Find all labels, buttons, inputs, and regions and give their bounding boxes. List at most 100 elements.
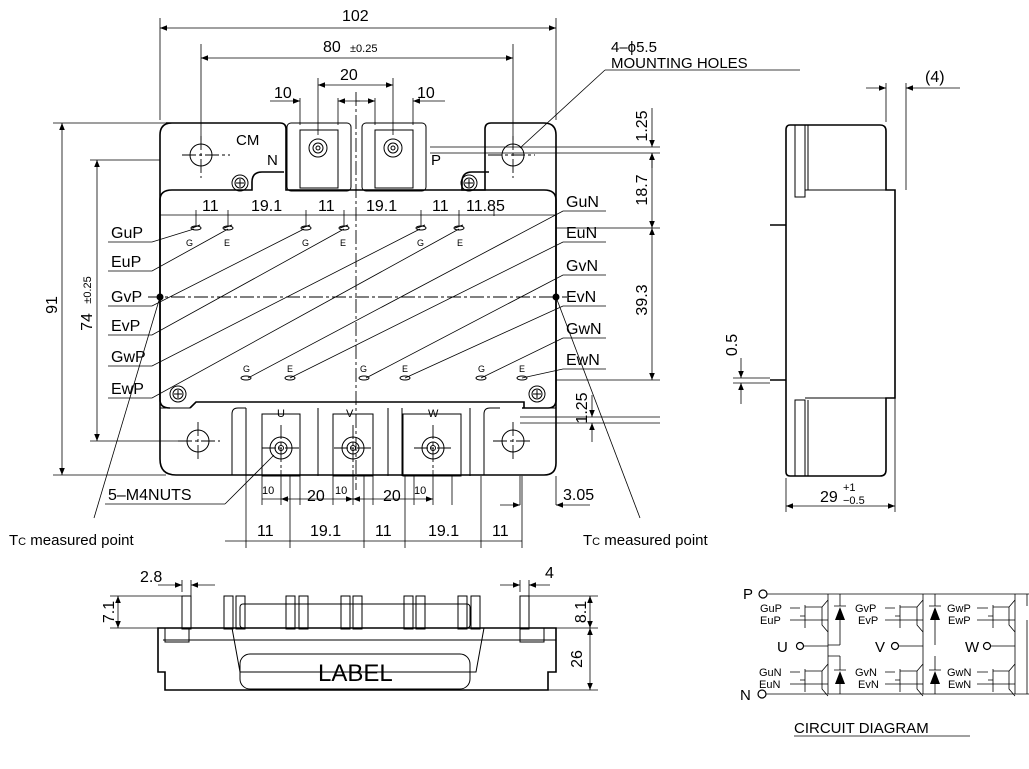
circuit-ev-n: EvN (858, 679, 879, 691)
terminal-p-plate (374, 129, 414, 189)
circuit-gv-n: GvN (855, 667, 877, 679)
gate-pins-lower (240, 375, 528, 381)
circuit-gw-n: GwN (947, 667, 972, 679)
circuit-gu-p: GuP (760, 603, 782, 615)
pin-e-label: E (402, 364, 408, 374)
mounting-holes-count: 4–ϕ5.5 (611, 39, 657, 56)
label-evn: EvN (566, 289, 596, 306)
dim-7-1: 7.1 (101, 601, 118, 623)
label-eup: EuP (111, 254, 141, 271)
node-u-terminal (795, 641, 805, 651)
node-n-terminal (757, 689, 767, 699)
node-w-label: W (965, 639, 980, 656)
dim-29: 29 (820, 489, 838, 506)
gate-dim-2: 19.1 (251, 198, 282, 215)
pin-width-ext (299, 98, 414, 125)
dim-4: 4 (545, 565, 554, 582)
label-eun: EuN (566, 225, 597, 242)
terminal-n-nut (308, 138, 328, 158)
label-box (239, 653, 471, 690)
mounting-holes-label: MOUNTING HOLES (611, 55, 748, 72)
ledge (189, 401, 525, 409)
mounting-holes-leader (519, 69, 606, 149)
pin-e-label: E (340, 238, 346, 248)
pin-g-label: G (186, 238, 193, 248)
tc-right-label: TC measured point (583, 532, 709, 549)
circuit-diagram-title: CIRCUIT DIAGRAM (794, 720, 929, 737)
pin-g-label: G (417, 238, 424, 248)
node-p-label: P (743, 586, 753, 603)
dim-29-minus: −0.5 (843, 495, 865, 507)
gate-dim-5: 11 (432, 198, 449, 215)
left-pin-labels: GuP EuP GvP EvP GwP EwP (108, 225, 460, 399)
label-evp: EvP (111, 318, 140, 335)
circuit-gu-n: GuN (759, 667, 782, 679)
right-pin-labels: GuN EuN GvN EvN GwN EwN (247, 194, 606, 379)
terminal-p-label: P (431, 152, 441, 169)
pin-e-label: E (287, 364, 293, 374)
gate-dim-4: 19.1 (366, 198, 397, 215)
side-view: (4) 0.5 29 +1 −0.5 (724, 69, 960, 512)
dim-1-25-bottom: 1.25 (574, 392, 591, 423)
dim-18-7: 18.7 (634, 174, 651, 205)
tc-left-leader (93, 296, 161, 519)
nuts-leader (224, 454, 275, 505)
terminal-u-label: U (277, 408, 285, 420)
label-ewp: EwP (111, 381, 144, 398)
circuit-ew-p: EwP (948, 615, 971, 627)
bottom-ext-lines (245, 470, 557, 548)
nuts-label: 5–M4NUTS (108, 487, 192, 504)
gate-dim-1: 11 (202, 198, 219, 215)
circuit-eu-n: EuN (759, 679, 780, 691)
dim-74-tol: ±0.25 (82, 276, 94, 303)
circuit-ev-p: EvP (858, 615, 878, 627)
node-v-terminal (890, 641, 900, 651)
terminal-n-label: N (267, 152, 278, 169)
circuit-eu-p: EuP (760, 615, 781, 627)
node-u-label: U (777, 639, 788, 656)
front-terminal-rail (239, 603, 471, 629)
terminal-p-block (361, 122, 427, 192)
bottom-dim-4: 19.1 (428, 523, 459, 540)
left-ext-lines (53, 122, 190, 476)
side-body (785, 124, 896, 477)
front-pins (181, 595, 530, 630)
dim-4-paren: (4) (925, 69, 945, 86)
circuit-ew-n: EwN (948, 679, 971, 691)
pin-g-label: G (302, 238, 309, 248)
dim-26: 26 (569, 650, 586, 668)
terminal-p-nut (383, 138, 403, 158)
bottom-dim-5: 11 (492, 523, 509, 540)
dim-74: 74 (79, 313, 96, 331)
front-view: LABEL 2.8 7.1 4 8.1 26 (101, 565, 598, 691)
gate-dim-3: 11 (318, 198, 335, 215)
dim-10-v: 10 (335, 485, 347, 497)
dim-20-uv: 20 (307, 488, 325, 505)
tc-left-label: TC measured point (9, 532, 135, 549)
dim-2-8: 2.8 (140, 569, 162, 586)
dim-pin-pitch: 20 (340, 67, 358, 84)
dim-29-plus: +1 (843, 482, 856, 494)
pin-g-label: G (360, 364, 367, 374)
bottom-dim-2: 19.1 (310, 523, 341, 540)
terminal-v-label: V (346, 408, 354, 420)
pin-g-label: G (243, 364, 250, 374)
label-gwn: GwN (566, 321, 602, 338)
dim-10-u: 10 (262, 485, 274, 497)
label-gwp: GwP (111, 349, 146, 366)
gate-dim-6: 11.85 (466, 198, 505, 215)
front-label: LABEL (318, 660, 393, 687)
bay-dividers (245, 408, 471, 476)
terminal-n-block (286, 122, 352, 192)
pin-e-label: E (224, 238, 230, 248)
dim-20-vw: 20 (383, 488, 401, 505)
pin-e-label: E (457, 238, 463, 248)
node-n-label: N (740, 687, 751, 704)
bottom-dim-1: 11 (257, 523, 274, 540)
tc-right-leader (555, 296, 641, 519)
label-gvp: GvP (111, 289, 142, 306)
circuit-gv-p: GvP (855, 603, 876, 615)
gate-pins-upper (190, 224, 465, 231)
dim-3-05: 3.05 (563, 487, 594, 504)
